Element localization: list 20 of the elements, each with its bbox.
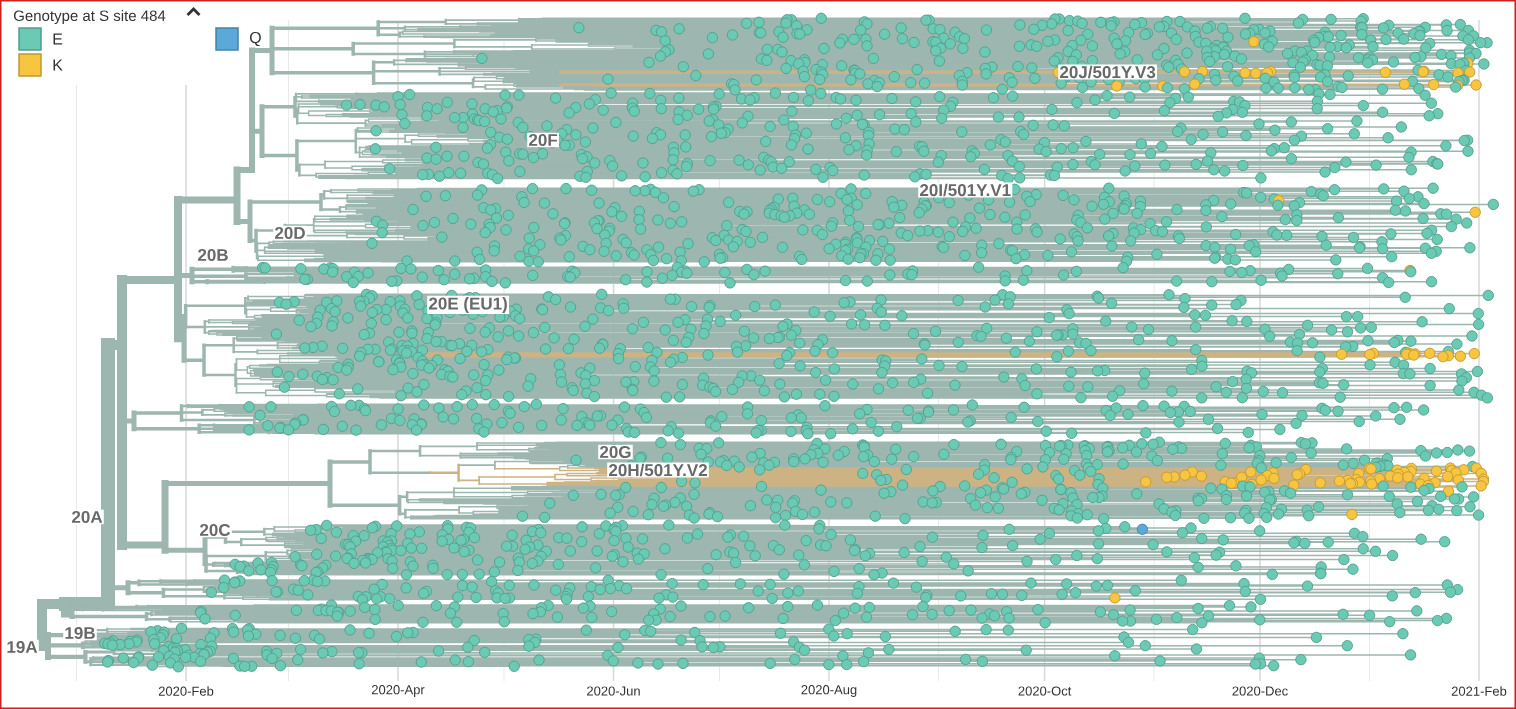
axis-label: 2020-Feb [158,686,214,696]
clade-label: 20I/501Y.V1 [918,182,1013,198]
clade-label: 20C [198,522,232,538]
legend-title: Genotype at S site 484 [13,10,166,24]
axis-label: 2020-Aug [801,685,857,697]
clade-label: 20H/501Y.V2 [607,462,709,478]
axis-label: 2020-Oct [1018,686,1072,696]
axis-label: 2020-Dec [1232,686,1288,696]
legend-label: E [53,33,63,45]
axis-label: 2021-Feb [1451,686,1507,696]
axis-label: 2020-Apr [371,685,425,697]
axis-label: 2020-Jun [587,686,640,696]
clade-label: 19B [63,625,97,641]
clade-label: 20B [196,247,230,263]
clade-label: 20J/501Y.V3 [1058,64,1158,80]
clade-label: 20D [273,225,307,241]
clade-label: 19A [5,639,39,655]
clade-label: 20A [70,509,104,525]
legend-label: Q [249,31,261,47]
legend-label: K [53,59,63,71]
